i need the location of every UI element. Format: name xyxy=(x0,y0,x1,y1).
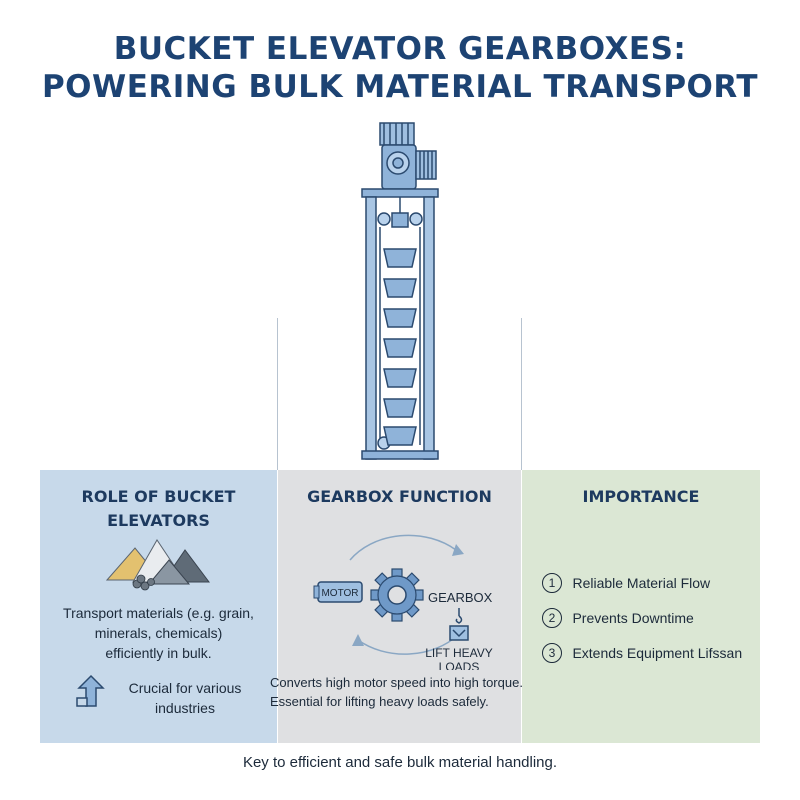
function-panel: GEARBOX FUNCTION MOTOR xyxy=(270,470,523,743)
importance-panel: IMPORTANCE 1 Reliable Material Flow 2 Pr… xyxy=(522,470,760,743)
role-desc-line-3: efficiently in bulk. xyxy=(105,645,212,661)
role-desc-line-1: Transport materials (e.g. grain, xyxy=(63,605,254,621)
material-piles-icon xyxy=(105,539,210,591)
elevator-buckets xyxy=(383,248,417,446)
motor-label: MOTOR xyxy=(321,588,358,599)
role-panel: ROLE OF BUCKET ELEVATORS Transport mater… xyxy=(40,470,277,743)
importance-item-label: Reliable Material Flow xyxy=(572,575,711,591)
lift-hook-icon xyxy=(449,608,469,641)
divider-left xyxy=(277,318,278,470)
title-line-1: BUCKET ELEVATOR GEARBOXES: xyxy=(113,31,687,67)
importance-title: IMPORTANCE xyxy=(582,487,700,506)
importance-item: 2 Prevents Downtime xyxy=(542,608,694,628)
gearbox-cycle-diagram: MOTOR GEARBOX LIFT HEAVY xyxy=(313,534,493,670)
footer-caption: Key to efficient and safe bulk material … xyxy=(242,754,558,771)
importance-item: 3 Extends Equipment Lifssan xyxy=(542,643,742,663)
number-circle-icon: 2 xyxy=(542,608,562,628)
page-title: BUCKET ELEVATOR GEARBOXES: POWERING BULK… xyxy=(0,30,800,106)
crucial-line-2: industries xyxy=(155,700,215,716)
role-desc-line-2: minerals, chemicals) xyxy=(94,625,223,641)
lift-label-line-2: LOADS xyxy=(439,660,480,670)
function-description: Converts high motor speed into high torq… xyxy=(270,673,540,711)
function-title: GEARBOX FUNCTION xyxy=(307,487,492,506)
bucket-elevator-illustration xyxy=(361,122,439,460)
number-circle-icon: 1 xyxy=(542,573,562,593)
title-line-2: POWERING BULK MATERIAL TRANSPORT xyxy=(41,69,759,105)
growth-arrow-icon xyxy=(76,674,105,707)
gear-icon xyxy=(370,568,424,622)
divider-right xyxy=(521,318,522,470)
importance-item-label: Extends Equipment Lifssan xyxy=(572,645,743,661)
number-circle-icon: 3 xyxy=(542,643,562,663)
role-description: Transport materials (e.g. grain, mineral… xyxy=(40,603,277,663)
role-title-line-1: ROLE OF BUCKET xyxy=(81,487,236,506)
motor-icon: MOTOR xyxy=(313,581,363,603)
function-desc-line-2: Essential for lifting heavy loads safely… xyxy=(270,694,489,709)
function-desc-line-1: Converts high motor speed into high torq… xyxy=(270,675,523,690)
role-title: ROLE OF BUCKET ELEVATORS xyxy=(40,485,277,533)
role-title-line-2: ELEVATORS xyxy=(107,511,210,530)
importance-item: 1 Reliable Material Flow xyxy=(542,573,710,593)
lift-label-line-1: LIFT HEAVY xyxy=(425,646,493,660)
importance-item-label: Prevents Downtime xyxy=(572,610,694,626)
crucial-line-1: Crucial for various xyxy=(128,680,242,696)
gearbox-label: GEARBOX xyxy=(428,590,493,605)
crucial-text: Crucial for various industries xyxy=(110,678,260,718)
